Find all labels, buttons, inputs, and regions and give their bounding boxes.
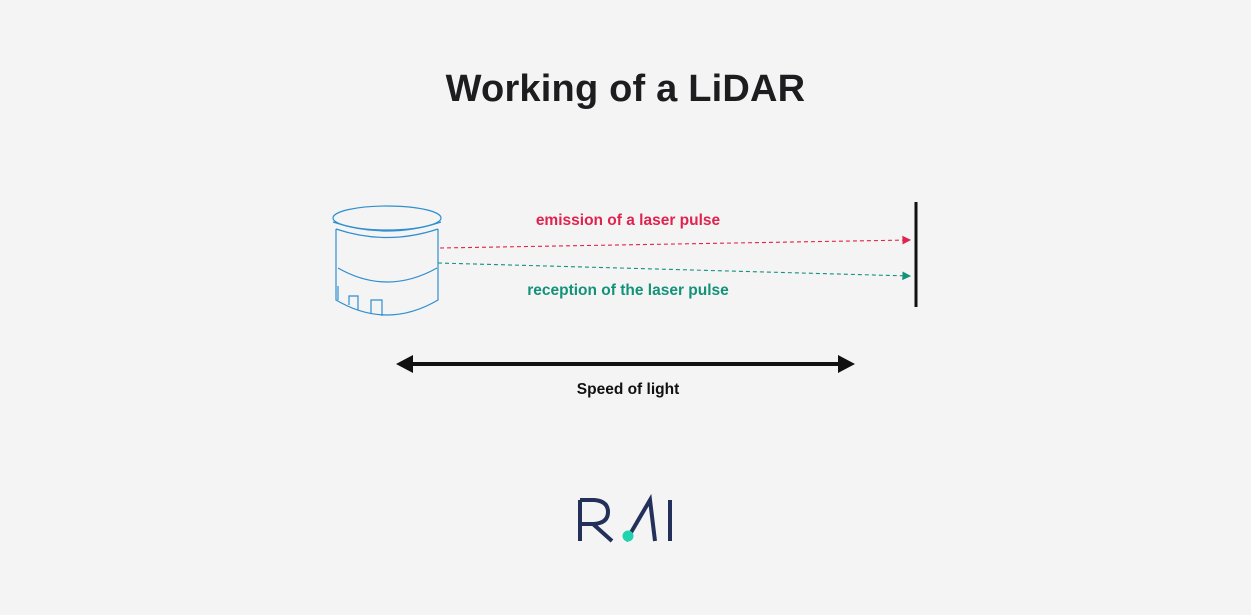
lidar-sensor-icon <box>332 205 442 316</box>
page-title: Working of a LiDAR <box>445 68 806 110</box>
emission-label: emission of a laser pulse <box>536 212 721 229</box>
reception-label: reception of the laser pulse <box>527 282 729 299</box>
rai-logo <box>578 493 672 543</box>
emission-ray <box>439 235 912 249</box>
speed-label: Speed of light <box>577 381 679 398</box>
distance-double-arrow <box>396 355 855 373</box>
reception-ray <box>437 262 912 281</box>
